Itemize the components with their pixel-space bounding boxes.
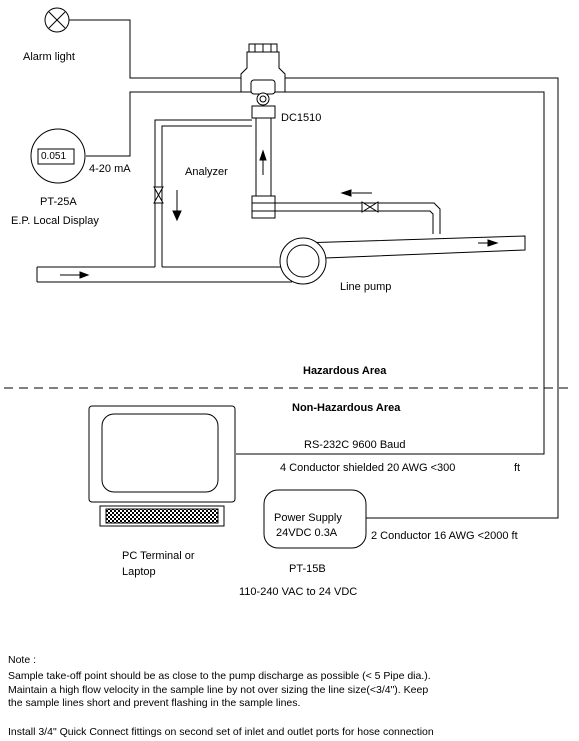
display-desc-label: E.P. Local Display [11, 215, 99, 227]
analyzer-head [240, 43, 286, 106]
return-flow-arrow [340, 189, 372, 197]
line-pump-icon [279, 235, 526, 285]
psu-tag-label: PT-15B [289, 563, 326, 575]
main-pipe-inlet [36, 266, 292, 283]
line-pump-label: Line pump [340, 281, 392, 293]
right-cable-inner [236, 91, 545, 455]
cable-4c-unit: ft [514, 462, 521, 474]
analyzer-label: Analyzer [185, 166, 228, 178]
hazardous-area-label: Hazardous Area [303, 365, 387, 377]
analyzer-flow-arrow [172, 190, 182, 222]
psu-input-label: 110-240 VAC to 24 VDC [239, 586, 358, 598]
sample-inlet-inner [161, 125, 252, 267]
sample-return-inner [275, 210, 434, 234]
psu-label-line1: Power Supply [274, 512, 342, 524]
rs232-label: RS-232C 9600 Baud [304, 439, 406, 451]
pc-label-line1: PC Terminal or [122, 550, 195, 562]
cable-4c-label: 4 Conductor shielded 20 AWG <300 [280, 462, 456, 474]
non-hazardous-area-label: Non-Hazardous Area [292, 402, 401, 414]
display-tag-label: PT-25A [40, 196, 77, 208]
right-cable-outer [282, 77, 559, 519]
alarm-light-icon [44, 7, 70, 33]
cable-2c-label: 2 Conductor 16 AWG <2000 ft [371, 530, 518, 542]
current-loop-wire [86, 91, 245, 157]
inlet-valve-icon [153, 186, 164, 204]
return-valve-icon [361, 201, 379, 213]
sample-return-outer [275, 202, 441, 234]
alarm-wire [69, 19, 245, 79]
local-display-icon [30, 128, 86, 184]
sample-inlet-outer [154, 119, 252, 267]
note-line-2: Maintain a high flow velocity in the sam… [8, 684, 429, 696]
note-line-1: Sample take-off point should be as close… [8, 670, 431, 682]
note-line-4: Install 3/4" Quick Connect fittings on s… [8, 726, 434, 738]
current-signal-label: 4-20 mA [89, 163, 131, 175]
note-line-3: the sample lines short and prevent flash… [8, 697, 301, 709]
psu-label-line2: 24VDC 0.3A [276, 527, 338, 539]
power-supply-box [263, 489, 367, 549]
analyzer-body [251, 105, 276, 219]
pc-monitor-icon [88, 405, 236, 503]
keyboard-icon [99, 505, 225, 527]
note-title: Note : [8, 654, 37, 666]
alarm-light-label: Alarm light [23, 51, 75, 63]
display-readout: 0.051 [41, 151, 67, 162]
analyzer-model-label: DC1510 [281, 112, 322, 124]
pc-label-line2: Laptop [122, 566, 156, 578]
